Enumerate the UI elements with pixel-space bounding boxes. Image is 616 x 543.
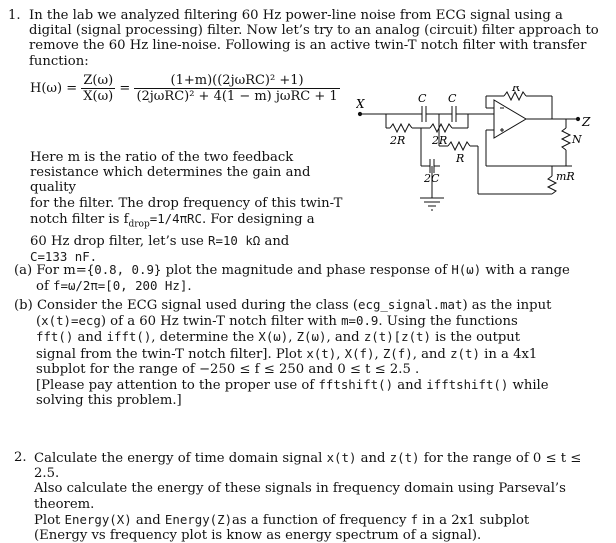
part-a: (a) For m={0.8, 0.9} plot the magnitude … — [14, 262, 610, 294]
m-09: m=0.9 — [341, 313, 379, 329]
desc-line-5: 60 Hz drop filter, let’s use R=10 kΩ and — [30, 233, 360, 249]
q2-f: f — [410, 511, 419, 527]
part-b-l6c: while — [512, 378, 549, 394]
part-a-label: (a) — [14, 263, 33, 278]
part-a-text-5: . — [187, 279, 192, 295]
plot-xt: x(t) — [306, 345, 337, 361]
r-value: R=10 kΩ — [208, 232, 261, 248]
desc-line-4: notch filter is fdrop=1/4πRC. For design… — [30, 211, 360, 233]
q2-l3c: as a function of frequency — [232, 512, 407, 528]
h-omega: H(ω) — [451, 262, 482, 277]
part-b-l6b: and — [397, 378, 423, 394]
eq-equals: = — [119, 81, 131, 97]
part-a-text-2: plot the magnitude and phase response of — [165, 263, 448, 278]
part-a-text-1: For m= — [36, 263, 87, 278]
q2-l2: Also calculate the energy of these signa… — [34, 481, 566, 512]
q2-l1b: and — [360, 451, 386, 466]
part-b-l2a: ( — [36, 314, 42, 330]
q2-zt: z(t) — [389, 450, 420, 465]
question-1-intro: In the lab we analyzed filtering 60 Hz p… — [29, 8, 599, 69]
X-omega: X(ω) — [258, 329, 289, 345]
xt-ecg: x(t)=ecg — [41, 313, 101, 329]
fft-function: fft() — [36, 329, 74, 345]
part-b-l6a: [Please pay attention to the proper use … — [36, 378, 315, 394]
part-b-l3a: and — [77, 330, 103, 346]
desc-line-1: Here m is the ratio of the two feedback — [30, 150, 294, 165]
desc-line-3: for the filter. The drop frequency of th… — [30, 195, 343, 211]
ifft-function: ifft() — [106, 329, 152, 345]
circuit-n-label: N — [571, 133, 582, 146]
m-values: {0.8, 0.9} — [86, 262, 162, 277]
part-a-text-3: with a range — [485, 263, 570, 278]
Z-omega: Z(ω) — [296, 329, 327, 345]
plot-zt: z(t) — [450, 345, 480, 361]
energy-X: Energy(X) — [64, 511, 132, 527]
circuit-2r-b-label: 2R — [431, 134, 447, 147]
eq-lhs: H(ω) = — [30, 81, 78, 97]
circuit-r-low-label: R — [455, 152, 464, 165]
fdrop-prefix: notch filter is f — [30, 211, 129, 227]
and-word: and — [264, 233, 290, 249]
part-b-l3b: , determine the — [151, 330, 255, 346]
eq-right-numerator: (1+m)((2jωRC)² +1) — [134, 73, 340, 90]
plot-Zf: Z(f) — [382, 345, 413, 361]
q2-l1a: Calculate the energy of time domain sign… — [34, 451, 323, 466]
frequency-range: f=ω/2π=[0, 200 Hz] — [53, 278, 188, 294]
fdrop-formula: =1/4πRC — [149, 210, 202, 226]
circuit-mr-label: mR — [556, 170, 575, 183]
ifftshift-function: ifftshift() — [426, 377, 509, 393]
part-b-l4: signal from the twin-T notch filter]. Pl… — [36, 346, 303, 362]
eq-left-denominator: X(ω) — [83, 89, 114, 105]
circuit-c1-label: C — [418, 92, 427, 105]
q2-l4: (Energy vs frequency plot is know as ene… — [34, 528, 482, 543]
part-a-text-4: of — [36, 279, 49, 295]
question-2: Calculate the energy of time domain sign… — [34, 450, 610, 543]
q2-l3d: in a 2x1 subplot — [422, 512, 530, 528]
q2-l3b: and — [135, 512, 161, 528]
eq-right-denominator: (2jωRC)² + 4(1 − m) jωRC + 1 — [136, 89, 338, 105]
circuit-output-label: Z — [581, 115, 591, 129]
fdrop-subscript: drop — [128, 219, 150, 230]
part-b-l3d: is the output — [435, 330, 521, 346]
q2-l3a: Plot — [34, 512, 61, 528]
z-t: z(t)[z(t) — [363, 329, 431, 345]
fdrop-tail: . For designing a — [201, 211, 315, 227]
filter-description: Here m is the ratio of the two feedback … — [30, 150, 360, 264]
part-b-l4b: in a 4x1 — [484, 346, 538, 362]
eq-right-fraction: (1+m)((2jωRC)² +1) (2jωRC)² + 4(1 − m) j… — [134, 73, 340, 105]
part-b-l3c: , and — [326, 330, 360, 346]
part-b-l5: subplot for the range of −250 ≤ f ≤ 250 … — [36, 361, 420, 377]
c-value: C=133 nF. — [30, 248, 98, 264]
desc-line-5-text: 60 Hz drop filter, let’s use — [30, 233, 204, 249]
part-b-l2c: . Using the functions — [378, 314, 518, 330]
q2-xt: x(t) — [326, 450, 357, 465]
eq-left-fraction: Z(ω) X(ω) — [81, 73, 116, 105]
part-b-label: (b) — [14, 298, 33, 313]
fftshift-function: fftshift() — [318, 377, 394, 393]
part-b: (b) Consider the ECG signal used during … — [14, 297, 610, 408]
part-b-l1b: ) as the input — [462, 298, 552, 313]
q2-l1c: for the range of 0 ≤ t ≤ 2.5. — [34, 451, 582, 482]
circuit-2c-label: 2C — [423, 172, 440, 185]
energy-Z: Energy(Z) — [164, 511, 233, 527]
question-1-number: 1. — [8, 8, 21, 23]
part-b-l1a: Consider the ECG signal used during the … — [36, 298, 359, 313]
plot-Xf: X(f) — [344, 345, 375, 361]
circuit-r-feedback-label: R — [511, 86, 520, 94]
circuit-input-label: X — [356, 97, 365, 111]
desc-line-2: resistance which determines the gain and… — [30, 165, 311, 196]
twin-t-circuit-diagram: X Z C C R 2R 2R 2C R mR N — [356, 86, 591, 211]
eq-left-numerator: Z(ω) — [81, 73, 116, 90]
transfer-function-equation: H(ω) = Z(ω) X(ω) = (1+m)((2jωRC)² +1) (2… — [30, 73, 340, 104]
circuit-2r-a-label: 2R — [389, 134, 405, 147]
ecg-filename: ecg_signal.mat — [358, 297, 463, 312]
question-2-number: 2. — [14, 450, 27, 465]
part-b-l7: solving this problem.] — [36, 393, 182, 409]
circuit-c2-label: C — [448, 92, 457, 105]
part-b-l2b: ) of a 60 Hz twin-T notch filter with — [100, 314, 337, 330]
